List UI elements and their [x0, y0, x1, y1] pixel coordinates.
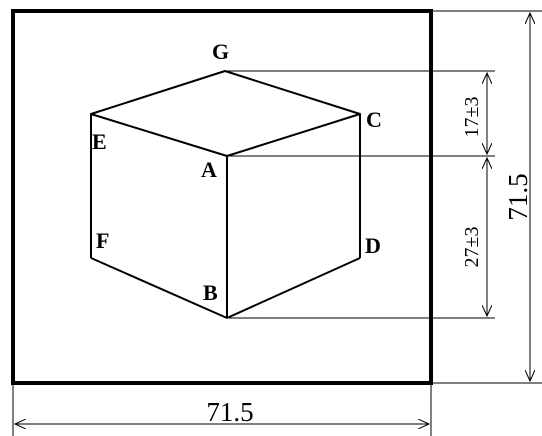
point-label-g: G [212, 39, 229, 64]
point-label-b: B [203, 280, 218, 305]
dimension-label-height: 71.5 [503, 173, 533, 220]
point-label-c: C [366, 107, 382, 132]
cube-top-face [90, 70, 361, 157]
dimension-lines [15, 13, 530, 424]
dimension-label-upper-offset: 17±3 [461, 97, 483, 138]
point-label-f: F [96, 228, 109, 253]
dimension-label-width: 71.5 [206, 397, 253, 427]
cube-edge-b-d [226, 257, 361, 319]
cube [90, 70, 361, 319]
point-label-a: A [201, 157, 217, 182]
point-label-d: D [365, 233, 381, 258]
dimension-label-lower-offset: 27±3 [461, 227, 483, 268]
cube-edge-f-b [90, 257, 228, 319]
square-frame [11, 9, 433, 385]
point-label-e: E [92, 129, 107, 154]
extension-lines [12, 10, 542, 436]
